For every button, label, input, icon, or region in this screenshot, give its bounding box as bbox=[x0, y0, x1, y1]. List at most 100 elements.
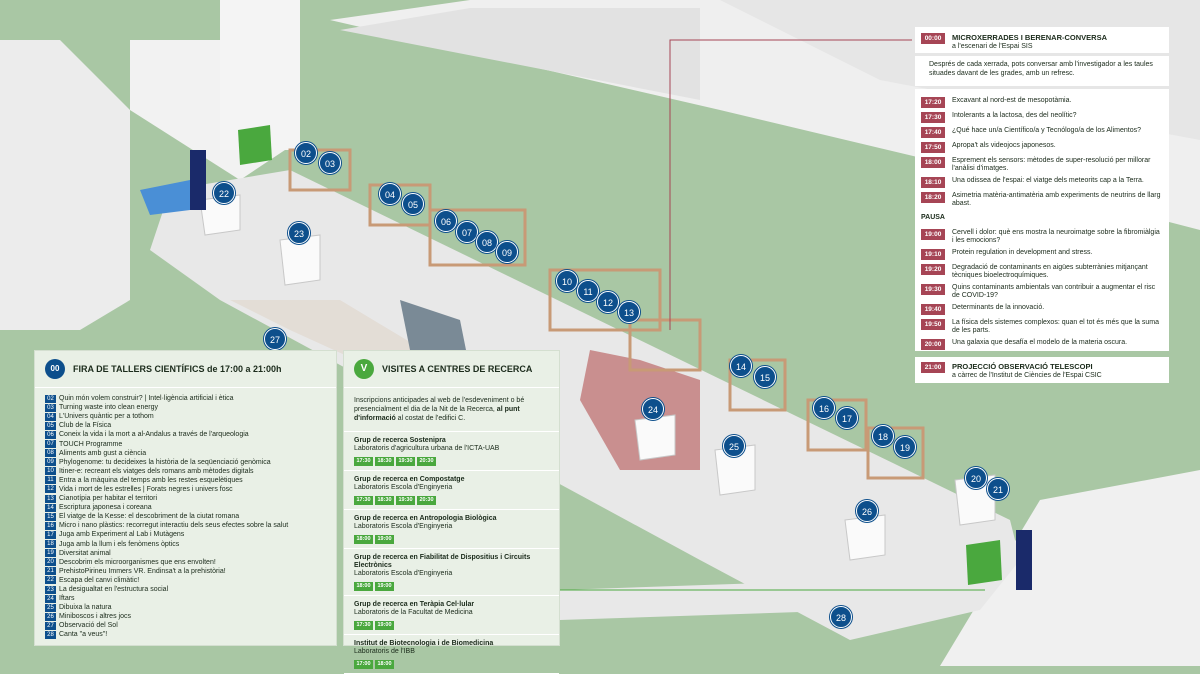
visit-time-slot[interactable]: 18:00 bbox=[354, 582, 373, 591]
map-pin-16[interactable]: 16 bbox=[813, 397, 835, 419]
visit-group-name: Grup de recerca en Fiabilitat de Disposi… bbox=[354, 554, 531, 569]
workshop-number: 18 bbox=[45, 540, 56, 549]
visit-time-slot[interactable]: 18:00 bbox=[354, 535, 373, 544]
map-pin-12[interactable]: 12 bbox=[597, 291, 619, 313]
workshop-title: Diversitat animal bbox=[59, 549, 111, 557]
map-pin-21[interactable]: 21 bbox=[987, 478, 1009, 500]
visit-time-slot[interactable]: 19:00 bbox=[375, 621, 394, 630]
talks-header-time: 00:00 bbox=[921, 33, 945, 44]
map-pin-17[interactable]: 17 bbox=[836, 407, 858, 429]
visit-group-name: Grup de recerca Sostenipra bbox=[354, 437, 446, 444]
workshop-number: 16 bbox=[45, 521, 56, 530]
talk-time: 17:20 bbox=[921, 97, 945, 108]
workshop-number: 28 bbox=[45, 630, 56, 639]
talk-title: Intolerants a la lactosa, des del neolít… bbox=[952, 112, 1077, 119]
workshop-title: Juga amb la llum i els fenòmens òptics bbox=[59, 540, 180, 548]
visit-group-location: Laboratoris de l'IBB bbox=[354, 648, 415, 655]
telescope-title: PROJECCIÓ OBSERVACIÓ TELESCOPI bbox=[952, 362, 1093, 371]
talk-time: 17:30 bbox=[921, 112, 945, 123]
talks-desc-panel: Després de cada xerrada, pots conversar … bbox=[915, 56, 1169, 86]
talk-title: Una odissea de l'espai: el viatge dels m… bbox=[952, 177, 1144, 184]
workshop-title: Quin món volem construir? | Intel·ligènc… bbox=[59, 395, 234, 403]
map-pin-20[interactable]: 20 bbox=[965, 467, 987, 489]
visit-time-slot[interactable]: 17:30 bbox=[354, 457, 373, 466]
workshop-number: 20 bbox=[45, 558, 56, 567]
workshop-number: 03 bbox=[45, 403, 56, 412]
visit-time-slot[interactable]: 18:00 bbox=[375, 660, 394, 669]
visit-time-slot[interactable]: 17:00 bbox=[354, 660, 373, 669]
visit-time-slot[interactable]: 17:30 bbox=[354, 621, 373, 630]
map-pin-06[interactable]: 06 bbox=[435, 210, 457, 232]
info-stand-east bbox=[966, 540, 1002, 585]
banner-west bbox=[190, 150, 206, 210]
workshop-number: 14 bbox=[45, 503, 56, 512]
map-pin-18[interactable]: 18 bbox=[872, 425, 894, 447]
visit-group-name: Grup de recerca en Compostatge bbox=[354, 476, 465, 483]
map-pin-07[interactable]: 07 bbox=[456, 221, 478, 243]
visit-time-slot[interactable]: 20:30 bbox=[417, 457, 436, 466]
talk-time: 19:10 bbox=[921, 249, 945, 260]
visit-time-slot[interactable]: 17:30 bbox=[354, 496, 373, 505]
visit-time-slot[interactable]: 19:00 bbox=[375, 582, 394, 591]
map-pin-28[interactable]: 28 bbox=[830, 606, 852, 628]
map-pin-09[interactable]: 09 bbox=[496, 241, 518, 263]
visit-time-slot[interactable]: 18:30 bbox=[375, 496, 394, 505]
talks-header: 00:00 MICROXERRADES I BERENAR-CONVERSA a… bbox=[915, 27, 1169, 57]
workshop-title: Dibuixa la natura bbox=[59, 604, 112, 612]
visit-group-name: Institut de Biotecnologia i de Biomedici… bbox=[354, 640, 494, 647]
map-pin-23[interactable]: 23 bbox=[288, 222, 310, 244]
map-pin-24[interactable]: 24 bbox=[642, 398, 664, 420]
workshop-title: Club de la Física bbox=[59, 422, 112, 430]
map-pin-26[interactable]: 26 bbox=[856, 500, 878, 522]
map-pin-04[interactable]: 04 bbox=[379, 183, 401, 205]
map-pin-08[interactable]: 08 bbox=[476, 231, 498, 253]
workshop-number: 24 bbox=[45, 594, 56, 603]
map-pin-10[interactable]: 10 bbox=[556, 270, 578, 292]
visit-time-slot[interactable]: 19:30 bbox=[396, 496, 415, 505]
visit-time-slot[interactable]: 20:30 bbox=[417, 496, 436, 505]
map-pin-05[interactable]: 05 bbox=[402, 193, 424, 215]
visits-intro-end: al costat de l'edifici C. bbox=[395, 415, 466, 422]
workshop-number: 04 bbox=[45, 412, 56, 421]
map-pin-19[interactable]: 19 bbox=[894, 436, 916, 458]
map-pin-14[interactable]: 14 bbox=[730, 355, 752, 377]
talks-first-session: 17:20 Excavant al nord-est de mesopotàmia… bbox=[921, 97, 1163, 208]
talk-time: 19:50 bbox=[921, 319, 945, 330]
talk-time: 17:50 bbox=[921, 142, 945, 153]
visit-time-slot[interactable]: 18:30 bbox=[375, 457, 394, 466]
visit-time-slot[interactable]: 19:00 bbox=[375, 535, 394, 544]
talk-title: Excavant al nord-est de mesopotàmia. bbox=[952, 97, 1072, 104]
visit-group-location: Laboratoris d'agricultura urbana de l'IC… bbox=[354, 445, 500, 452]
banner-east bbox=[1016, 530, 1032, 590]
workshop-number: 13 bbox=[45, 494, 56, 503]
visit-time-slot[interactable]: 19:30 bbox=[396, 457, 415, 466]
map-pin-02[interactable]: 02 bbox=[295, 142, 317, 164]
visit-group: Institut de Biotecnologia i de Biomedici… bbox=[344, 635, 559, 674]
map-pin-25[interactable]: 25 bbox=[723, 435, 745, 457]
talk-time: 20:00 bbox=[921, 339, 945, 350]
map-pin-03[interactable]: 03 bbox=[319, 152, 341, 174]
stall-frames bbox=[288, 148, 925, 480]
workshop-number: 05 bbox=[45, 421, 56, 430]
map-pin-27[interactable]: 27 bbox=[264, 328, 286, 350]
workshop-title: El viatge de la Kesse: el descobriment d… bbox=[59, 513, 240, 521]
workshops-panel: 00 FIRA DE TALLERS CIENTÍFICS de 17:00 a… bbox=[34, 350, 337, 646]
map-pin-11[interactable]: 11 bbox=[577, 280, 599, 302]
map-pin-22[interactable]: 22 bbox=[213, 182, 235, 204]
map-pin-13[interactable]: 13 bbox=[618, 301, 640, 323]
workshop-title: Itiner-e: recreant els viatges dels roma… bbox=[59, 467, 254, 475]
map-pin-15[interactable]: 15 bbox=[754, 366, 776, 388]
